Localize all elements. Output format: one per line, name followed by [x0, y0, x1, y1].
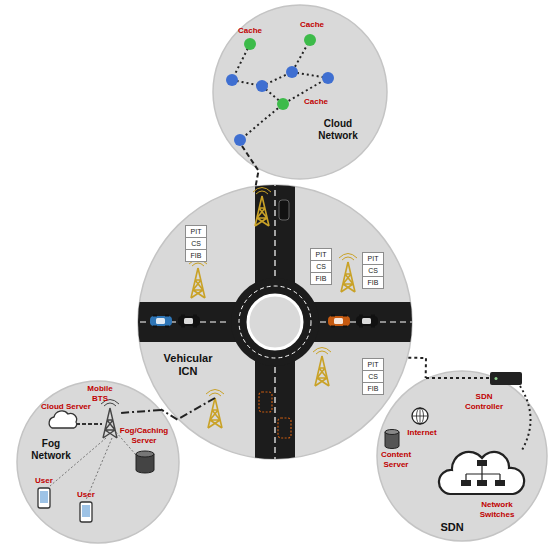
region-title: SDN	[432, 521, 472, 534]
component-label: Mobile BTS	[82, 384, 118, 403]
phone-icon	[80, 502, 92, 522]
cell-tower	[206, 390, 224, 429]
table-field: FIB	[316, 275, 327, 282]
cache-node	[277, 98, 289, 110]
table-field: PIT	[191, 228, 202, 235]
cell-tower	[313, 348, 331, 387]
component-label: Internet	[402, 428, 442, 438]
car	[150, 315, 172, 328]
table-field: CS	[191, 240, 201, 247]
wireless-link	[50, 432, 136, 500]
cloud-server-icon	[49, 411, 77, 428]
link-line	[426, 377, 490, 379]
car	[278, 418, 291, 438]
component-label: Network Switches	[469, 500, 525, 519]
table-field: FIB	[191, 252, 202, 259]
table-field: CS	[368, 373, 378, 380]
router-node	[256, 80, 268, 92]
lane-marking	[130, 180, 420, 465]
region-title: Cloud Network	[310, 118, 366, 141]
component-label: Cache	[299, 97, 333, 107]
table-field: PIT	[368, 255, 379, 262]
link-line	[120, 410, 161, 413]
component-label: User	[29, 476, 59, 486]
roundabout	[231, 278, 319, 366]
car	[279, 200, 289, 220]
car	[356, 315, 378, 328]
router-node	[286, 66, 298, 78]
circle-outline	[16, 380, 180, 544]
switch-tree	[466, 466, 500, 480]
switch-icon	[477, 460, 487, 466]
table-cell: FIB	[362, 382, 384, 395]
sdn-icons	[385, 372, 531, 494]
component-label: Cache	[295, 20, 329, 30]
component-label: Content Server	[375, 450, 417, 469]
globe-line	[412, 408, 428, 424]
lane-marking	[239, 286, 311, 358]
status-light	[495, 377, 498, 380]
table-field: FIB	[368, 385, 379, 392]
network-switch-cloud	[439, 452, 524, 494]
cell-tower	[253, 188, 271, 227]
cache-node	[304, 34, 316, 46]
table-cell: FIB	[310, 272, 332, 285]
switch-icon	[477, 480, 487, 486]
network-link	[408, 358, 426, 378]
content-server-icon	[385, 430, 399, 435]
globe-line	[417, 408, 424, 424]
link-line	[180, 398, 215, 418]
component-label: User	[71, 490, 101, 500]
table-field: PIT	[368, 361, 379, 368]
router-node	[322, 72, 334, 84]
road-network	[130, 180, 420, 465]
router-node	[234, 134, 246, 146]
cache-node	[244, 38, 256, 50]
cloud-graph	[226, 34, 334, 170]
fog-icons	[38, 400, 161, 523]
component-label: Cache	[233, 26, 267, 36]
fog-server-icon	[136, 451, 154, 457]
table-cell: FIB	[185, 249, 207, 262]
link-line	[76, 423, 102, 425]
link-line	[242, 146, 258, 170]
control-link	[520, 386, 531, 450]
table-field: FIB	[368, 279, 379, 286]
region-fill	[213, 5, 387, 179]
internet-globe	[412, 408, 428, 424]
cell-tower	[189, 260, 207, 299]
cell-tower	[339, 254, 357, 293]
graph-link	[232, 40, 328, 140]
car	[328, 315, 350, 328]
car	[178, 315, 200, 328]
phone-screen	[82, 505, 90, 517]
region-title: Fog Network	[26, 438, 76, 461]
sdn-controller-icon	[490, 372, 522, 385]
component-label: Cloud Server	[38, 402, 94, 412]
table-cell: FIB	[362, 276, 384, 289]
network-region-circle: Fog Network	[16, 380, 180, 544]
region-fill	[17, 381, 179, 543]
network-link	[161, 409, 178, 419]
table-field: CS	[368, 267, 378, 274]
network-link	[256, 170, 259, 186]
router-node	[226, 74, 238, 86]
car	[259, 392, 272, 412]
phone-icon	[38, 488, 50, 508]
table-field: PIT	[316, 251, 327, 258]
roundabout-island	[248, 295, 302, 349]
table-field: CS	[316, 263, 326, 270]
switch-icon	[495, 480, 505, 486]
region-title: Vehicular ICN	[158, 352, 218, 377]
phone-screen	[40, 491, 48, 503]
component-label: SDN Controller	[459, 392, 509, 411]
component-label: Fog/Caching Server	[115, 426, 173, 445]
switch-icon	[461, 480, 471, 486]
